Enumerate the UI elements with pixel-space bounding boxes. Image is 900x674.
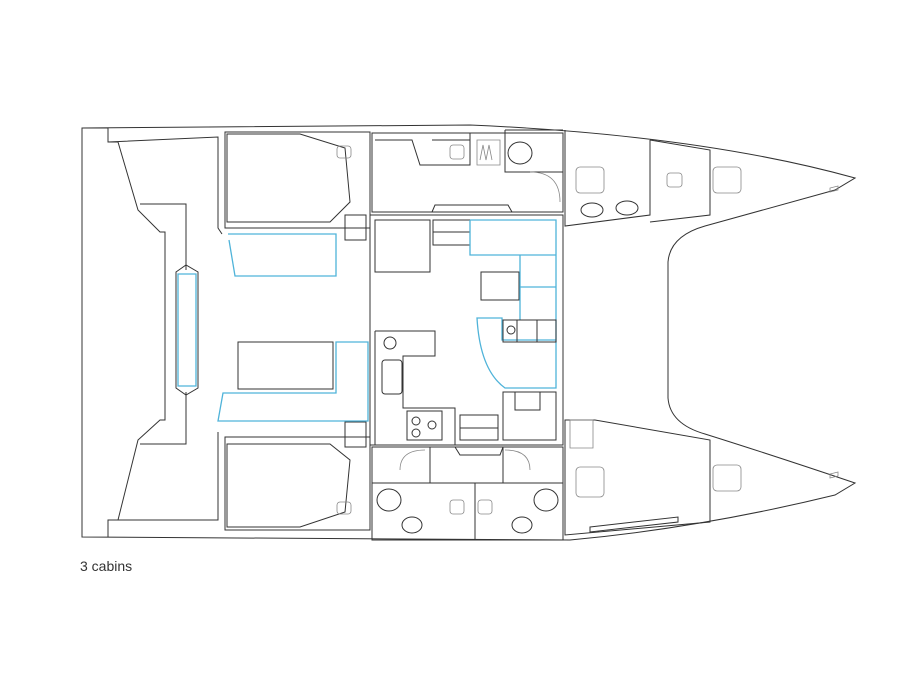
layout-caption: 3 cabins xyxy=(80,558,133,574)
aft-cabin-starboard xyxy=(224,421,371,531)
saloon xyxy=(369,214,564,446)
bow-port xyxy=(564,130,742,227)
cockpit xyxy=(82,127,223,537)
forward-cabin-starboard xyxy=(371,446,564,541)
forward-cabin-port xyxy=(371,129,564,213)
aft-cabin-port xyxy=(224,131,371,277)
cockpit-table xyxy=(217,341,369,422)
hull-outline xyxy=(81,124,857,541)
bow-starboard xyxy=(564,419,742,536)
